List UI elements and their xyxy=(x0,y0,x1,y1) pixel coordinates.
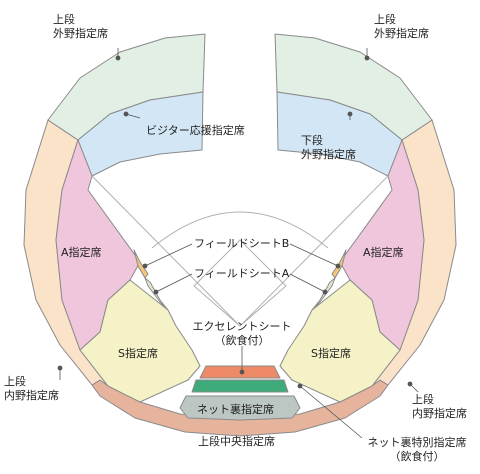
leader-dot xyxy=(347,111,353,117)
s-reserved-right-section[interactable] xyxy=(279,279,401,403)
label-line: 上段 xyxy=(53,13,75,26)
label-line: 下段 xyxy=(301,134,323,147)
label-line: ネット裏特別指定席 xyxy=(367,436,467,449)
upper-infield-left-label: 上段 内野指定席 xyxy=(4,375,59,403)
label-line: 上段 xyxy=(374,13,396,26)
lower-outfield-right-label: 下段 外野指定席 xyxy=(301,134,356,162)
label-line: 外野指定席 xyxy=(53,27,108,40)
infield-diamond xyxy=(193,239,287,327)
upper-outfield-right-label: 上段 外野指定席 xyxy=(374,13,429,41)
excellent-seat-label: エクセレントシート （飲食付） xyxy=(180,320,304,348)
visitor-support-label: ビジター応援指定席 xyxy=(146,124,245,137)
leader-dot xyxy=(123,111,129,117)
leader-line xyxy=(155,273,193,293)
field-seat-a-right-section[interactable] xyxy=(311,277,336,311)
upper-center-label: 上段中央指定席 xyxy=(198,435,275,448)
field-seat-b-left-section[interactable] xyxy=(133,249,149,279)
leader-line xyxy=(289,273,326,293)
label-line: 内野指定席 xyxy=(4,389,59,402)
leader-dot xyxy=(115,55,121,61)
leader-dot xyxy=(57,365,63,371)
s-reserved-right-label: S指定席 xyxy=(311,347,351,360)
s-reserved-left-section[interactable] xyxy=(79,279,201,403)
a-reserved-right-label: A指定席 xyxy=(363,246,404,259)
label-line: 上段 xyxy=(4,375,26,388)
leader-dot xyxy=(297,383,303,389)
leader-dot xyxy=(407,381,413,387)
s-reserved-left-label: S指定席 xyxy=(118,347,158,360)
leader-dot xyxy=(322,289,328,295)
net-back-special-reserved-section[interactable] xyxy=(191,379,289,393)
label-line: 上段 xyxy=(412,393,434,406)
leader-line xyxy=(289,243,339,267)
leader-line xyxy=(125,113,141,119)
leader-dot xyxy=(335,263,341,269)
upper-infield-right-label: 上段 内野指定席 xyxy=(412,393,467,421)
label-line: エクセレントシート xyxy=(192,320,292,333)
a-reserved-left-label: A指定席 xyxy=(61,246,102,259)
label-line: （飲食付） xyxy=(389,450,445,463)
leader-line xyxy=(299,385,363,439)
field-seat-b-label: フィールドシートB xyxy=(194,237,290,250)
field-seat-a-label: フィールドシートA xyxy=(194,267,290,280)
label-line: 内野指定席 xyxy=(412,407,467,420)
label-line: （飲食付） xyxy=(214,334,270,347)
label-line: 外野指定席 xyxy=(301,148,356,161)
leader-dot xyxy=(239,369,245,375)
leader-line xyxy=(144,243,193,267)
leader-dot xyxy=(153,289,159,295)
leader-dot xyxy=(142,263,148,269)
net-back-reserved-section[interactable] xyxy=(179,395,301,421)
label-line: 外野指定席 xyxy=(374,27,429,40)
upper-outfield-left-label: 上段 外野指定席 xyxy=(53,13,108,41)
outfield-arc xyxy=(151,211,329,249)
leader-dot xyxy=(364,55,370,61)
net-back-label: ネット裏指定席 xyxy=(197,403,274,416)
net-back-special-label: ネット裏特別指定席 （飲食付） xyxy=(358,436,476,464)
